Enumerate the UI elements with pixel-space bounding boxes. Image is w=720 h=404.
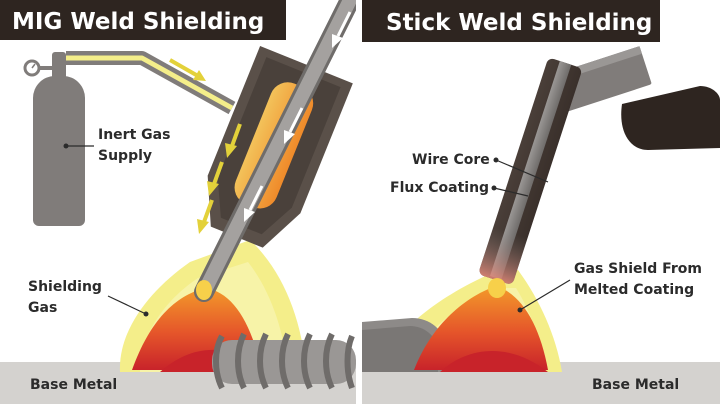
gas-cylinder (23, 52, 85, 226)
shielding-gas-leader (107, 295, 147, 315)
wire-core-leader (495, 159, 549, 183)
mig-base-metal-label: Base Metal (30, 377, 117, 393)
wire-core-label: Wire Core (412, 152, 490, 168)
gas-supply-label-line1: Inert Gas (98, 127, 170, 143)
gas-flow-nozzle-arrows-icon (197, 123, 242, 234)
gas-shield-leader (519, 279, 571, 311)
gas-hose (66, 51, 236, 115)
shielding-gas-label-line1: Shielding (28, 279, 102, 295)
stick-electrode (479, 58, 582, 284)
stick-title-bar (362, 0, 660, 42)
stick-arc (488, 278, 506, 298)
electrode-holder (621, 86, 720, 150)
flux-coating-label: Flux Coating (390, 180, 489, 196)
mig-panel: MIG Weld Shielding Inert Gas Supply Shie… (0, 0, 360, 404)
stick-base-metal-label: Base Metal (592, 377, 679, 393)
weld-bead (212, 332, 356, 390)
wire-feed-arrow-icon (244, 11, 352, 222)
gas-shield-label-line1: Gas Shield From (574, 261, 702, 277)
mig-title: MIG Weld Shielding (12, 9, 264, 35)
gas-shield-label-line2: Melted Coating (574, 282, 694, 298)
mig-title-bar (0, 0, 286, 40)
mig-arc (196, 280, 212, 300)
shielding-gas-label-line2: Gas (28, 300, 57, 316)
gas-supply-label-line2: Supply (98, 148, 152, 164)
stick-panel: Stick Weld Shielding Wire Core Flux Coat… (362, 0, 720, 404)
gas-flow-arrow-icon (169, 58, 206, 81)
stick-weld-pool (414, 286, 548, 370)
wire-core (490, 61, 572, 280)
mig-wire (194, 0, 360, 302)
flux-coating-leader (493, 187, 529, 197)
panel-divider (356, 0, 362, 404)
stick-title: Stick Weld Shielding (386, 10, 652, 36)
